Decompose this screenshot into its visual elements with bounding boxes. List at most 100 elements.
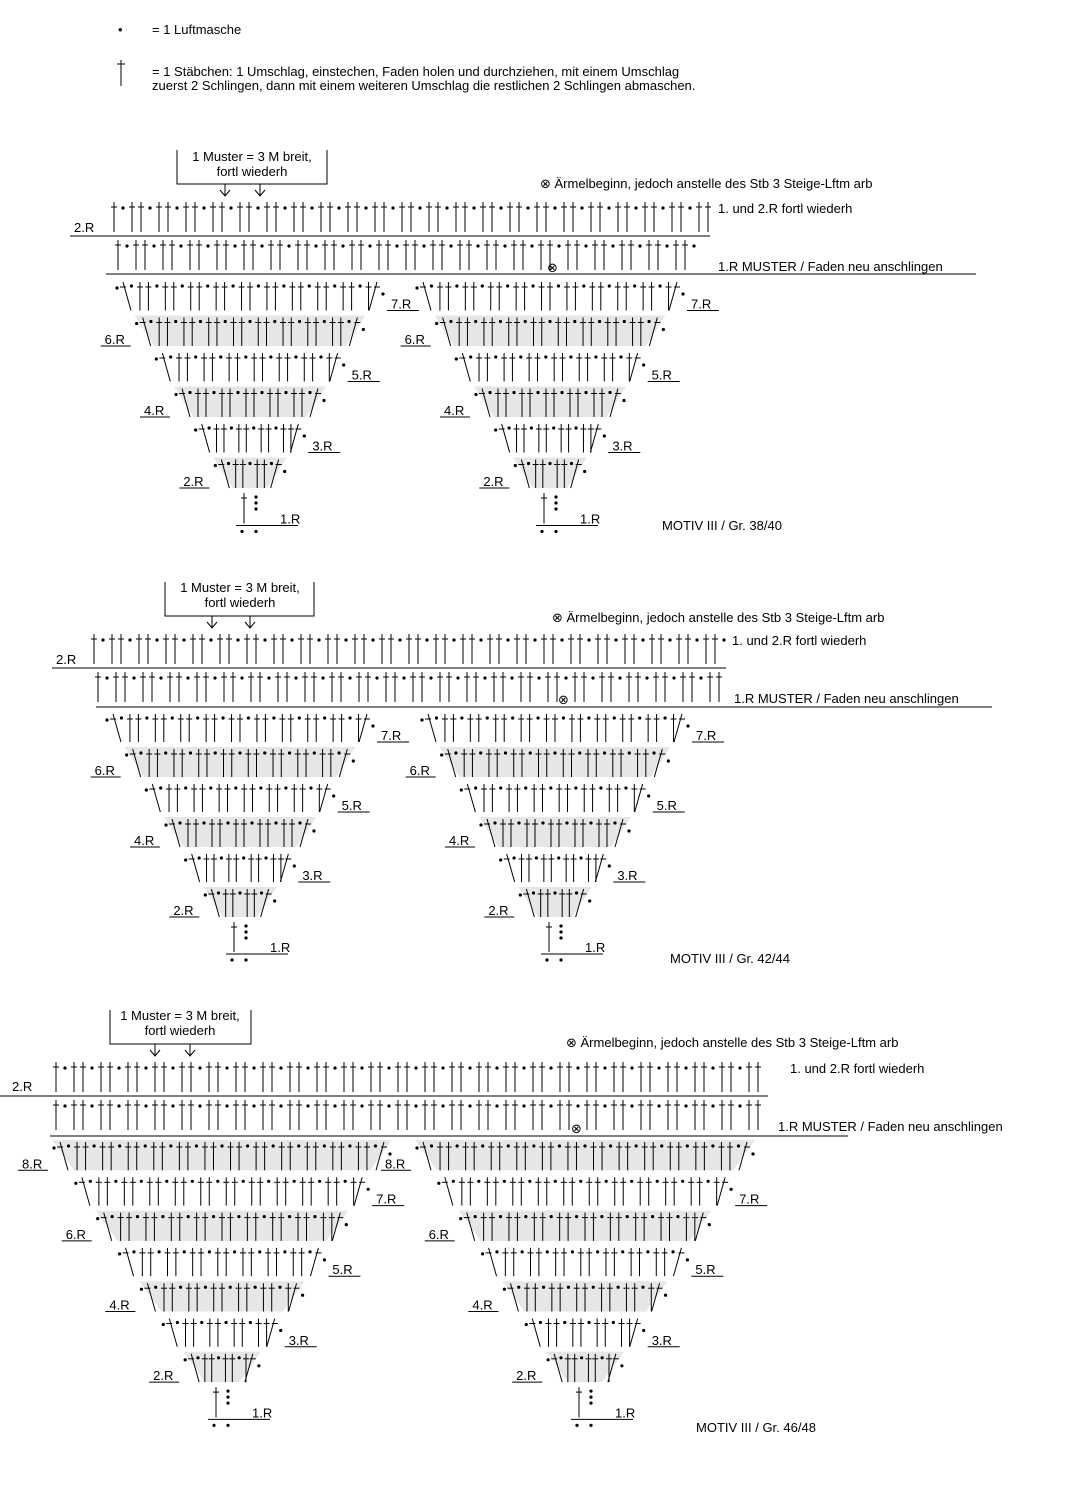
chain-stitch-icon (460, 716, 464, 720)
chain-stitch-icon (231, 284, 235, 288)
treble-stitch-icon (265, 424, 272, 453)
chain-stitch-icon (553, 751, 557, 755)
slanted-stitch-icon (188, 853, 201, 883)
treble-stitch-icon (480, 1212, 487, 1241)
chain-stitch-icon (269, 355, 273, 359)
chain-stitch-icon (314, 244, 318, 248)
treble-stitch-icon (564, 1353, 571, 1383)
treble-stitch-icon (501, 353, 508, 382)
chain-stitch-icon (287, 244, 291, 248)
slanted-stitch-icon (503, 853, 516, 883)
chain-stitch-icon (188, 751, 193, 755)
treble-stitch-icon (195, 749, 202, 777)
treble-stitch-icon (581, 672, 587, 702)
treble-stitch-icon (655, 240, 661, 270)
chain-stitch-icon (560, 638, 564, 642)
chain-stitch-icon (524, 1215, 528, 1219)
chain-stitch-icon (488, 390, 492, 395)
treble-stitch-icon (217, 819, 223, 847)
treble-stitch-icon (462, 1142, 469, 1171)
chain-stitch-icon (548, 319, 552, 324)
chain-stitch-icon (556, 284, 561, 288)
treble-stitch-icon (223, 240, 229, 270)
treble-stitch-icon (136, 282, 143, 311)
treble-stitch-icon (647, 1062, 653, 1092)
chain-stitch-icon (513, 463, 517, 468)
chain-stitch-icon (528, 1179, 532, 1183)
treble-stitch-icon (288, 317, 295, 346)
treble-stitch-icon (415, 634, 421, 664)
sleeve-start-marker-icon: ⊗ (571, 1121, 582, 1136)
slanted-stitch-icon (673, 713, 685, 743)
treble-stitch-icon (563, 282, 570, 311)
chain-stitch-icon (115, 286, 119, 290)
slanted-stitch-icon (139, 317, 152, 347)
treble-stitch-icon (224, 784, 231, 812)
treble-stitch-icon (265, 1247, 272, 1277)
treble-stitch-icon (376, 240, 382, 270)
treble-stitch-icon (561, 202, 567, 232)
treble-stitch-icon (304, 240, 310, 270)
chain-stitch-icon (531, 284, 535, 288)
chain-stitch-icon (216, 1179, 220, 1183)
treble-stitch-icon (302, 672, 308, 702)
treble-stitch-icon (250, 240, 256, 270)
treble-stitch-icon (458, 1062, 464, 1092)
chain-stitch-icon (128, 638, 132, 642)
treble-stitch-icon (330, 714, 337, 742)
treble-stitch-icon (239, 1318, 246, 1347)
treble-stitch-icon (301, 353, 308, 382)
slanted-stitch-icon (484, 818, 496, 848)
chain-stitch-icon (105, 676, 109, 680)
chain-stitch-icon (388, 1152, 392, 1156)
treble-stitch-icon (222, 1353, 229, 1383)
treble-stitch-icon (584, 1100, 590, 1130)
chain-stitch-icon (597, 319, 602, 324)
treble-stitch-icon (107, 1100, 113, 1130)
treble-stitch-icon (588, 202, 594, 232)
chain-stitch-icon (658, 284, 662, 288)
slanted-stitch-icon (651, 1283, 663, 1312)
chain-stitch-icon (307, 284, 311, 288)
chain-stitch-icon (498, 1215, 503, 1219)
chain-stitch-icon (660, 1144, 664, 1148)
chain-stitch-icon (630, 1104, 634, 1108)
treble-stitch-icon (172, 1177, 179, 1206)
chain-stitch-icon (536, 716, 540, 720)
treble-stitch-icon (431, 1062, 437, 1092)
treble-stitch-icon (210, 854, 217, 882)
treble-stitch-icon (379, 634, 385, 664)
chain-stitch-icon (559, 936, 563, 940)
chart-title: MOTIV III / Gr. 42/44 (670, 951, 790, 966)
treble-stitch-icon (169, 240, 175, 270)
treble-stitch-icon (203, 388, 209, 417)
treble-stitch-icon (270, 749, 277, 777)
chain-stitch-icon (260, 244, 264, 248)
treble-stitch-icon (104, 1177, 111, 1206)
treble-stitch-icon (445, 282, 452, 311)
treble-stitch-icon (618, 1318, 625, 1347)
treble-stitch-icon (598, 1283, 605, 1312)
treble-stitch-icon (295, 240, 301, 270)
chain-stitch-icon (194, 1144, 199, 1148)
chain-stitch-icon (322, 1258, 327, 1262)
treble-stitch-icon (273, 1247, 280, 1277)
treble-stitch-icon (580, 424, 587, 453)
treble-stitch-icon (638, 1100, 644, 1130)
chain-stitch-icon (297, 716, 301, 720)
treble-stitch-icon (546, 922, 552, 952)
chain-stitch-icon (661, 206, 665, 210)
chain-stitch-icon (226, 821, 230, 825)
treble-stitch-icon (669, 202, 675, 232)
chain-stitch-icon (312, 829, 316, 833)
treble-stitch-icon (350, 1062, 356, 1092)
treble-stitch-icon (160, 240, 166, 270)
treble-stitch-icon (231, 1177, 238, 1206)
treble-stitch-icon (322, 240, 328, 270)
treble-stitch-icon (716, 672, 722, 702)
chain-stitch-icon (164, 823, 168, 827)
chain-stitch-icon (602, 434, 606, 438)
chain-stitch-icon (209, 786, 213, 790)
treble-stitch-icon (674, 1062, 680, 1092)
chain-stitch-icon (117, 1104, 121, 1108)
